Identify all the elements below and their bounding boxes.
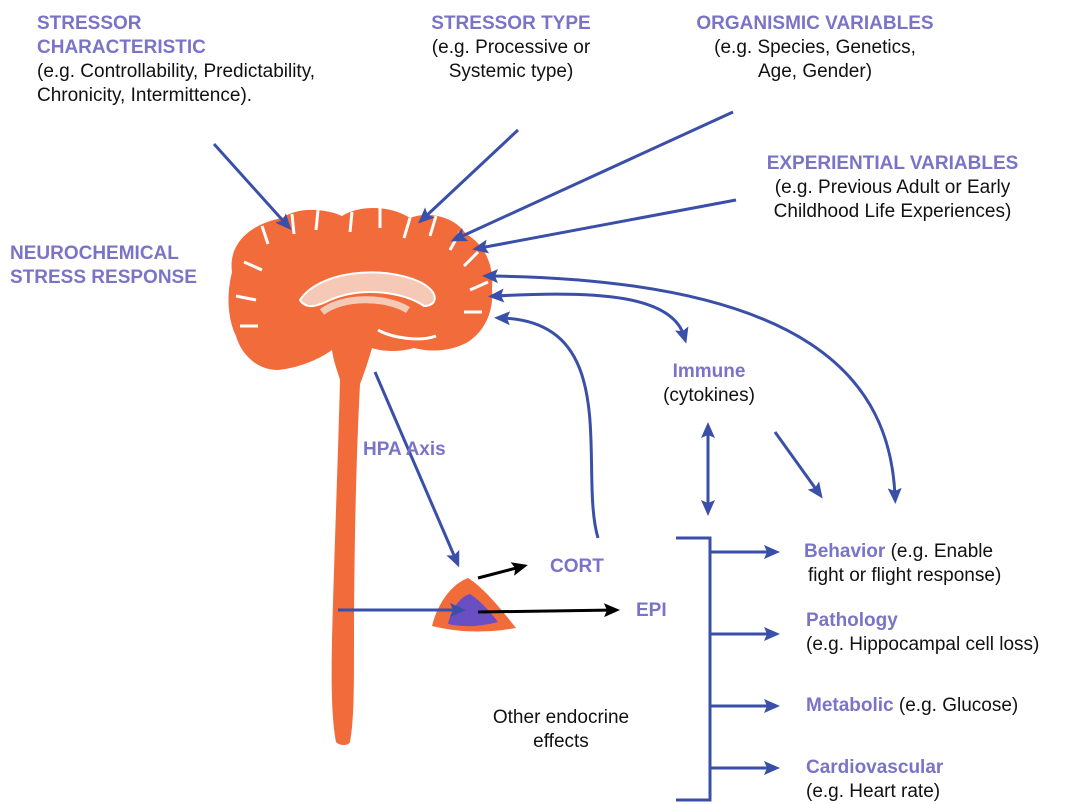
stressor-characteristic-heading-line2: CHARACTERISTIC (37, 36, 206, 60)
immune-label: Immune (cytokines) (640, 360, 778, 408)
stressor-characteristic-text: (e.g. Controllability, Predictability, C… (37, 60, 315, 108)
cardiovascular-text: (e.g. Heart rate) (806, 780, 943, 804)
metabolic-outcome: Metabolic (e.g. Glucose) (806, 694, 1018, 718)
behavior-heading: Behavior (804, 541, 885, 562)
cort-label: CORT (550, 555, 604, 579)
pathology-outcome: Pathology (e.g. Hippocampal cell loss) (806, 609, 1039, 657)
epi-label: EPI (636, 599, 667, 623)
neurochemical-heading-line2: STRESS RESPONSE (10, 266, 197, 290)
organismic-variables-heading: ORGANISMIC VARIABLES (664, 12, 966, 36)
stressor-characteristic-text-line1: (e.g. Controllability, Predictability, (37, 60, 315, 84)
behavior-text-line2: fight or flight response) (804, 564, 1001, 588)
hpa-axis-label: HPA Axis (363, 438, 446, 462)
experiential-variables-label: EXPERIENTIAL VARIABLES (e.g. Previous Ad… (730, 152, 1055, 224)
other-endocrine-effects-label: Other endocrine effects (486, 706, 636, 754)
other-endocrine-line1: Other endocrine (486, 706, 636, 730)
stressor-characteristic-heading: STRESSOR CHARACTERISTIC (37, 12, 206, 60)
organismic-variables-label: ORGANISMIC VARIABLES (e.g. Species, Gene… (664, 12, 966, 84)
experiential-variables-text-line1: (e.g. Previous Adult or Early (730, 176, 1055, 200)
experiential-variables-heading: EXPERIENTIAL VARIABLES (730, 152, 1055, 176)
stressor-type-label: STRESSOR TYPE (e.g. Processive or System… (400, 12, 622, 84)
stressor-type-text-line1: (e.g. Processive or (400, 36, 622, 60)
organismic-variables-text-line2: Age, Gender) (664, 60, 966, 84)
cardiovascular-heading: Cardiovascular (806, 756, 943, 780)
brain-shape (229, 208, 493, 745)
adrenal-gland (432, 578, 516, 632)
neurochemical-stress-response-heading: NEUROCHEMICAL STRESS RESPONSE (10, 242, 197, 290)
experiential-variables-text-line2: Childhood Life Experiences) (730, 200, 1055, 224)
stressor-characteristic-text-line2: Chronicity, Intermittence). (37, 84, 315, 108)
stressor-type-text-line2: Systemic type) (400, 60, 622, 84)
other-endocrine-line2: effects (486, 730, 636, 754)
immune-text: (cytokines) (640, 384, 778, 408)
outcome-bracket (676, 538, 772, 800)
behavior-text-line1: (e.g. Enable (885, 541, 993, 562)
organismic-variables-text-line1: (e.g. Species, Genetics, (664, 36, 966, 60)
metabolic-text: (e.g. Glucose) (894, 695, 1019, 716)
stressor-type-heading: STRESSOR TYPE (400, 12, 622, 36)
metabolic-heading: Metabolic (806, 695, 894, 716)
cardiovascular-outcome: Cardiovascular (e.g. Heart rate) (806, 756, 943, 804)
neurochemical-heading-line1: NEUROCHEMICAL (10, 242, 197, 266)
immune-heading: Immune (640, 360, 778, 384)
stressor-characteristic-heading-line1: STRESSOR (37, 12, 206, 36)
pathology-text: (e.g. Hippocampal cell loss) (806, 633, 1039, 657)
pathology-heading: Pathology (806, 609, 1039, 633)
behavior-outcome: Behavior (e.g. Enable fight or flight re… (804, 540, 1001, 588)
